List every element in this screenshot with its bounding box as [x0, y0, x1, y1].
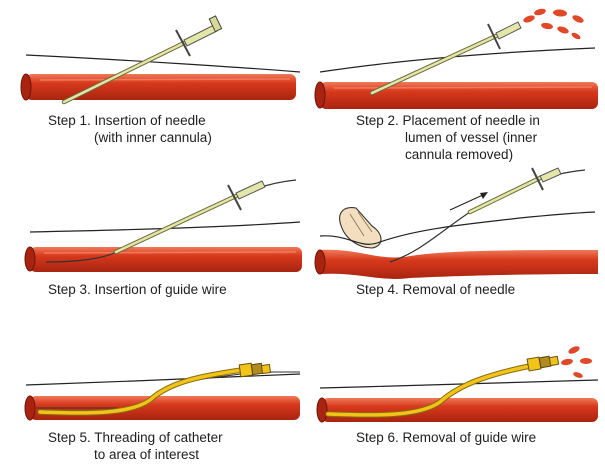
- panel-6-illustration: [316, 346, 599, 423]
- step-text: Threading of catheter: [94, 430, 223, 445]
- blood-vessel: [316, 397, 598, 423]
- skin-line: [25, 54, 301, 73]
- needle: [467, 167, 562, 215]
- needle-with-cannula: [61, 15, 223, 105]
- panel-3-illustration: [24, 179, 302, 272]
- caption-step-4: Step 4. Removal of needle: [356, 281, 515, 298]
- step-label: Step 1.: [48, 113, 91, 128]
- direction-arrow-icon: [449, 192, 488, 211]
- step-text: Removal of needle: [402, 282, 516, 297]
- step-text-continued: to area of interest: [94, 447, 200, 462]
- blood-drops: [523, 8, 584, 40]
- caption-step-2: Step 2. Placement of needle in lumen of …: [356, 112, 540, 163]
- panel-5-illustration: [24, 362, 301, 421]
- needle: [369, 21, 522, 96]
- panel-4-illustration: [314, 167, 598, 279]
- caption-step-6: Step 6. Removal of guide wire: [356, 429, 536, 446]
- needle: [113, 180, 266, 255]
- skin-line: [25, 373, 301, 386]
- caption-step-3: Step 3. Insertion of guide wire: [48, 281, 227, 298]
- skin-line: [29, 221, 301, 233]
- step-label: Step 3.: [48, 282, 91, 297]
- finger: [339, 207, 382, 249]
- blood-drops: [561, 346, 592, 378]
- catheter-hub: [526, 355, 560, 372]
- caption-step-5: Step 5. Threading of catheter to area of…: [48, 429, 223, 463]
- blood-vessel: [314, 249, 598, 279]
- step-text-continued: (with inner cannula): [94, 130, 212, 145]
- step-label: Step 2.: [356, 113, 399, 128]
- step-text: Insertion of needle: [94, 113, 206, 128]
- blood-vessel: [24, 246, 302, 272]
- panel-2-illustration: [314, 8, 598, 109]
- step-text: Removal of guide wire: [402, 430, 537, 445]
- catheter-hub: [238, 362, 272, 378]
- step-text-continued: lumen of vessel (inner: [405, 130, 538, 145]
- blood-vessel: [20, 73, 296, 101]
- step-text-continued: cannula removed): [405, 147, 514, 162]
- caption-step-1: Step 1. Insertion of needle (with inner …: [48, 112, 212, 146]
- guide-wire: [389, 169, 586, 263]
- step-label: Step 4.: [356, 282, 399, 297]
- step-label: Step 6.: [356, 430, 399, 445]
- skin-line: [319, 211, 596, 245]
- skin-line: [319, 379, 599, 389]
- step-text: Placement of needle in: [402, 113, 540, 128]
- panel-1-illustration: [20, 15, 301, 105]
- step-label: Step 5.: [48, 430, 91, 445]
- blood-vessel: [314, 81, 598, 109]
- step-text: Insertion of guide wire: [94, 282, 227, 297]
